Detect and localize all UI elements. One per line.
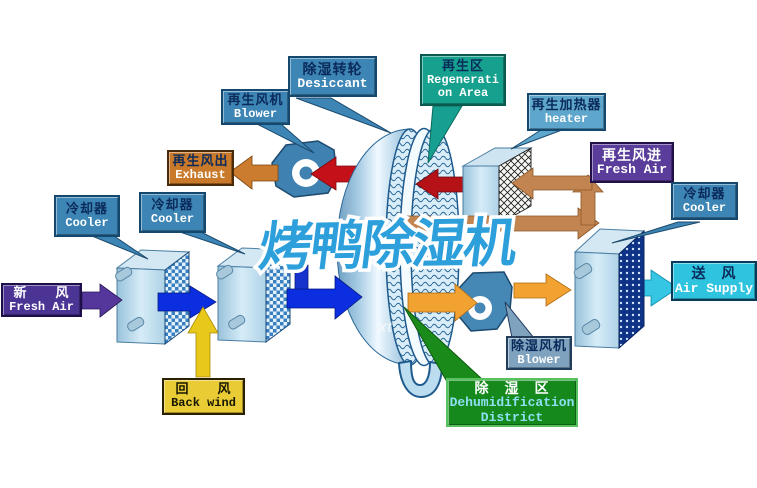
label-cooler-right-zh: 冷却器 bbox=[683, 185, 726, 201]
pointer-cooler-right bbox=[611, 221, 701, 244]
pointer-regen-area bbox=[427, 105, 463, 164]
label-exhaust-zh: 再生风出 bbox=[172, 152, 229, 168]
arrow-blower-to-cooler bbox=[513, 273, 572, 307]
label-cooler-left2-zh: 冷却器 bbox=[151, 197, 194, 213]
label-dehum-district-zh: 除 湿 区 bbox=[474, 379, 550, 396]
label-desiccant-zh: 除湿转轮 bbox=[302, 60, 363, 77]
dehum-blower-unit bbox=[456, 271, 513, 332]
pointer-heater bbox=[510, 129, 563, 150]
arrow-cooler2-to-wheel bbox=[286, 264, 363, 320]
label-back-wind: 回 风 Back wind bbox=[162, 378, 245, 415]
label-regeneration-area: 再生区 Regenerati on Area bbox=[420, 54, 506, 106]
label-regen-area-en2: on Area bbox=[437, 86, 489, 101]
callout-pointers bbox=[91, 97, 701, 381]
label-regen-fresh-air: 再生风进 Fresh Air bbox=[590, 142, 674, 183]
label-cooler-right-en: Cooler bbox=[682, 200, 727, 215]
label-heater-en: heater bbox=[544, 111, 589, 126]
label-cooler-left2-en: Cooler bbox=[150, 212, 195, 227]
regen-heater-unit bbox=[461, 147, 533, 225]
cooler-unit-2 bbox=[216, 247, 292, 343]
label-exhaust-en: Exhaust bbox=[175, 167, 226, 182]
label-back-wind-en: Back wind bbox=[171, 396, 236, 411]
label-fresh-air: 新 风 Fresh Air bbox=[1, 283, 82, 317]
arrow-wheel-to-dehum-blower bbox=[407, 283, 478, 322]
arrow-back-wind bbox=[187, 306, 219, 378]
label-cooler-left2: 冷却器 Cooler bbox=[139, 192, 206, 233]
label-regen-blower-en: Blower bbox=[233, 106, 278, 121]
label-back-wind-zh: 回 风 bbox=[175, 381, 232, 397]
wheel-watermark-text: xt bbox=[377, 319, 393, 336]
label-dehum-blower-en: Blower bbox=[517, 352, 561, 367]
label-air-supply: 送 风 Air Supply bbox=[671, 261, 757, 301]
label-dehum-blower-zh: 除湿风机 bbox=[510, 337, 567, 353]
label-cooler-left1-en: Cooler bbox=[65, 215, 109, 230]
label-cooler-left1: 冷却器 Cooler bbox=[54, 195, 120, 237]
label-exhaust: 再生风出 Exhaust bbox=[167, 150, 234, 186]
label-air-supply-en: Air Supply bbox=[674, 280, 753, 296]
label-regen-fresh-zh: 再生风进 bbox=[602, 146, 662, 163]
label-regen-area-en1: Regenerati bbox=[426, 72, 499, 87]
arrow-fresh-air-in bbox=[81, 283, 123, 318]
label-heater: 再生加热器 heater bbox=[527, 93, 606, 131]
label-heater-zh: 再生加热器 bbox=[531, 96, 602, 112]
label-regen-fresh-en: Fresh Air bbox=[596, 162, 668, 178]
pointer-dehum-blower bbox=[504, 301, 536, 339]
wheel-drive-ribbon bbox=[398, 360, 443, 398]
label-air-supply-zh: 送 风 bbox=[691, 265, 737, 282]
label-dehum-district: 除 湿 区 Dehumidification District bbox=[446, 378, 578, 427]
label-fresh-air-zh: 新 风 bbox=[13, 284, 70, 300]
label-dehum-blower: 除湿风机 Blower bbox=[506, 336, 572, 370]
label-regen-blower-zh: 再生风机 bbox=[227, 91, 284, 107]
cooler-unit-3 bbox=[573, 228, 646, 350]
label-regen-blower: 再生风机 Blower bbox=[221, 89, 290, 125]
pointer-cooler-left2 bbox=[176, 230, 246, 255]
label-cooler-left1-zh: 冷却器 bbox=[65, 200, 108, 216]
label-regen-area-zh: 再生区 bbox=[441, 57, 484, 73]
label-desiccant-en: Desiccant bbox=[297, 76, 368, 92]
label-fresh-air-en: Fresh Air bbox=[9, 299, 74, 314]
pointer-desiccant bbox=[295, 97, 392, 134]
label-dehum-district-en1: Dehumidification bbox=[449, 394, 575, 410]
pointer-cooler-left1 bbox=[91, 235, 149, 260]
arrow-exhaust bbox=[229, 155, 279, 190]
label-cooler-right: 冷却器 Cooler bbox=[671, 182, 738, 220]
watermark: 烤鸭除湿机 xt bbox=[252, 210, 524, 336]
arrow-regen-intake-path bbox=[401, 167, 604, 240]
label-desiccant: 除湿转轮 Desiccant bbox=[288, 56, 377, 97]
label-dehum-district-en2: District bbox=[480, 409, 544, 425]
watermark-title: 烤鸭除湿机 bbox=[256, 214, 521, 277]
